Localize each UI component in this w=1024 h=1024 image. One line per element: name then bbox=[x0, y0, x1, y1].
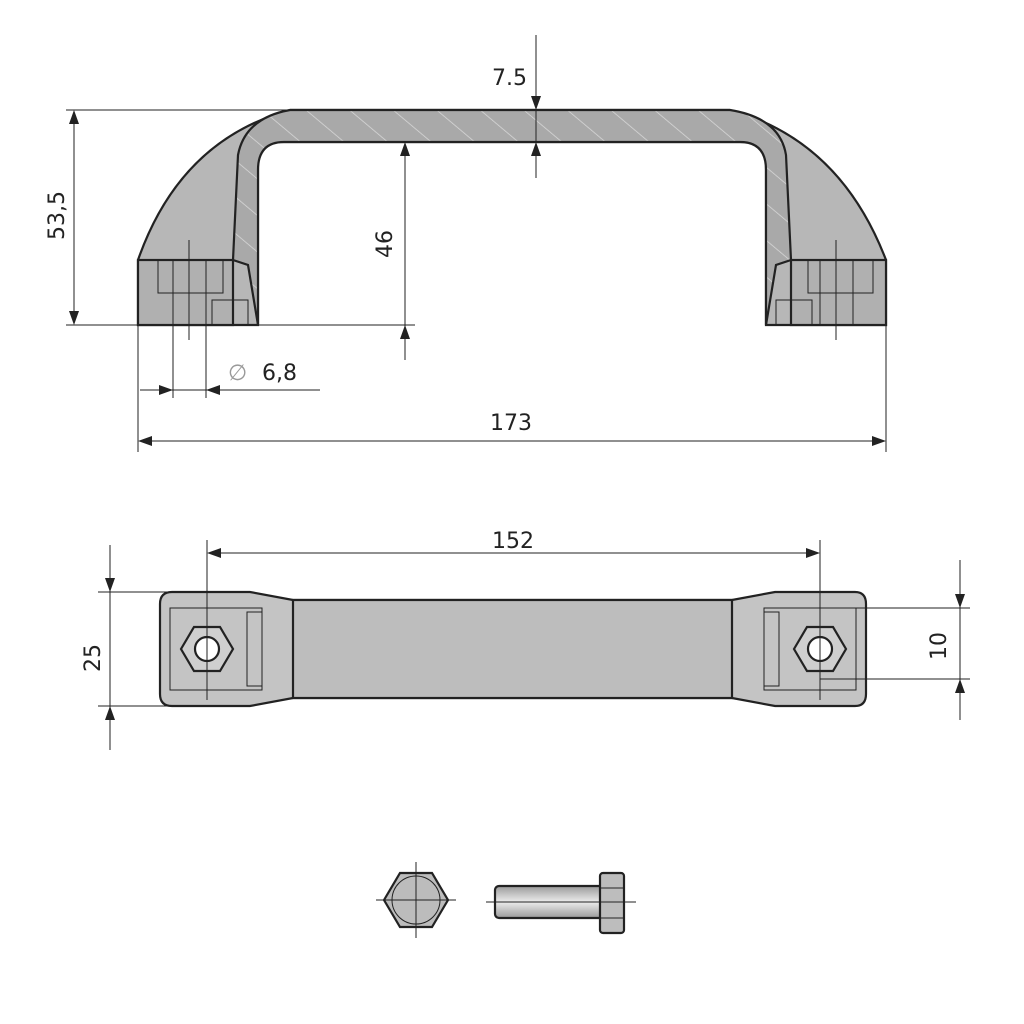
right-end-rib bbox=[763, 611, 780, 687]
left-end-rib bbox=[246, 611, 263, 687]
dim-overall-length-label: 173 bbox=[490, 411, 532, 436]
handle-section-hatched bbox=[231, 108, 793, 326]
dim-hole-diameter-label: 6,8 bbox=[262, 361, 297, 386]
left-pin bbox=[211, 299, 249, 326]
dim-grip-width-label: 10 bbox=[927, 632, 952, 660]
dim-hole-diameter: ∅ 6,8 bbox=[140, 325, 320, 398]
dim-wall-thickness-label: 7.5 bbox=[492, 66, 527, 91]
plan-view: 152 25 10 bbox=[81, 529, 970, 750]
dim-hole-spacing-label: 152 bbox=[492, 529, 534, 554]
bolt-views bbox=[376, 862, 636, 938]
bolt-head-side bbox=[598, 871, 626, 935]
side-view: 53,5 7.5 46 ∅ 6,8 173 bbox=[45, 35, 888, 452]
grip-bar bbox=[291, 598, 734, 700]
diameter-symbol: ∅ bbox=[228, 361, 247, 386]
dim-inner-height: 46 bbox=[258, 142, 415, 360]
dim-overall-length: 173 bbox=[137, 325, 887, 452]
dim-overall-height: 53,5 bbox=[45, 109, 290, 326]
right-pin bbox=[775, 299, 813, 326]
dim-wall-thickness: 7.5 bbox=[492, 35, 541, 178]
dim-width: 25 bbox=[81, 545, 172, 750]
dim-grip-width: 10 bbox=[820, 560, 970, 720]
dim-width-label: 25 bbox=[81, 644, 106, 672]
dim-hole-spacing: 152 bbox=[206, 529, 821, 700]
dim-inner-height-label: 46 bbox=[373, 230, 398, 258]
dim-overall-height-label: 53,5 bbox=[45, 191, 70, 240]
